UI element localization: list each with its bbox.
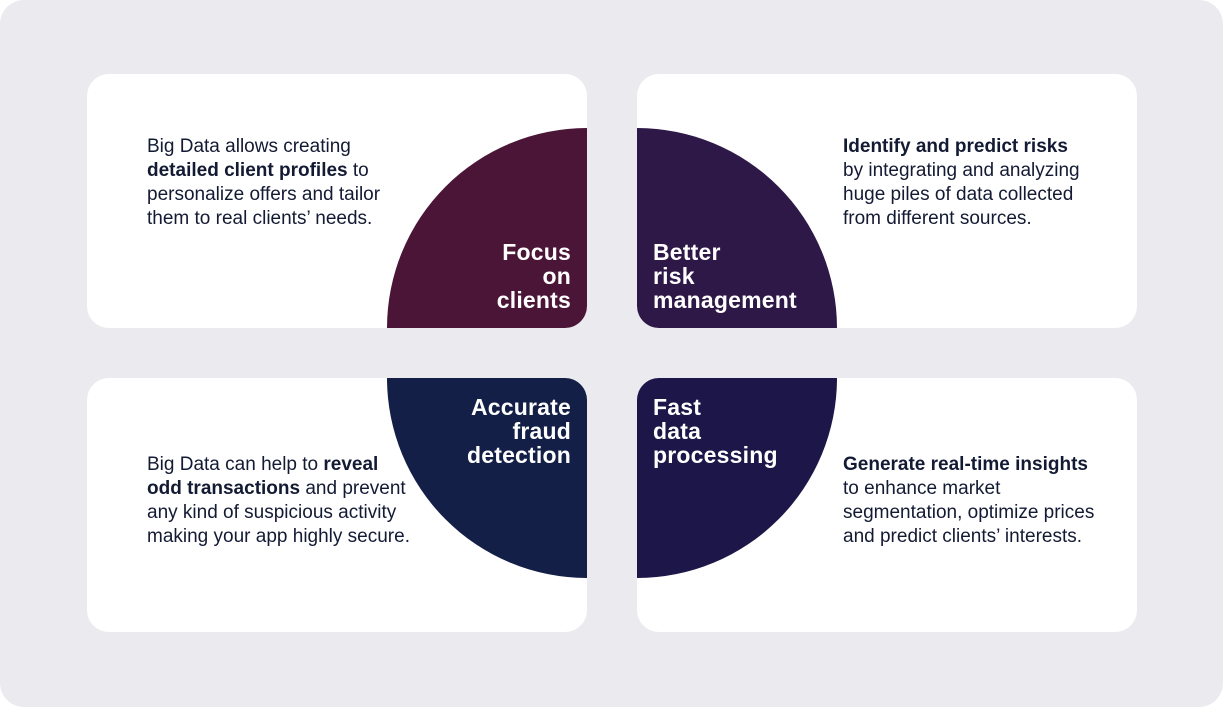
title-line: Focus (502, 239, 571, 265)
desc-text: to enhance market segmentation, optimize… (843, 478, 1095, 547)
title-line: detection (466, 442, 571, 468)
desc-text: by integrating and analyzing huge piles … (843, 160, 1080, 229)
card-description: Big Data allows creating detailed client… (147, 135, 397, 231)
title-line: Fast (653, 394, 702, 420)
quarter-shape-focus-on-clients: Focus on clients (387, 128, 587, 328)
desc-highlight: reveal odd transactions (147, 454, 379, 499)
desc-highlight: detailed client profiles (147, 160, 348, 181)
quarter-shape-better-risk-management: Better risk management (637, 128, 837, 328)
card-description: Generate real-time insights to enhance m… (843, 453, 1103, 549)
title-line: data (653, 418, 702, 444)
title-line: Better (653, 239, 721, 265)
card-better-risk-management: Better risk management Identify and pred… (637, 74, 1137, 328)
desc-text: to personalize offers and tailor them to… (147, 160, 381, 229)
quarter-shape-fast-data-processing: Fast data processing (637, 378, 837, 578)
title-line: on (542, 263, 571, 289)
card-title: Accurate fraud detection (467, 395, 571, 467)
title-line: fraud (512, 418, 571, 444)
card-accurate-fraud-detection: Accurate fraud detection Big Data can he… (87, 378, 587, 632)
card-title: Better risk management (653, 240, 797, 312)
card-fast-data-processing: Fast data processing Generate real-time … (637, 378, 1137, 632)
title-line: management (653, 287, 797, 313)
desc-text: and prevent any kind of suspicious activ… (147, 478, 410, 547)
desc-text: Big Data allows creating (147, 136, 351, 157)
title-line: clients (496, 287, 571, 313)
card-title: Focus on clients (497, 240, 571, 312)
title-line: risk (653, 263, 695, 289)
card-title: Fast data processing (653, 395, 778, 467)
desc-text: Big Data can help to (147, 454, 324, 475)
quarter-shape-accurate-fraud-detection: Accurate fraud detection (387, 378, 587, 578)
card-description: Big Data can help to reveal odd transact… (147, 453, 417, 549)
desc-highlight: Generate real-time insights (843, 454, 1088, 475)
card-focus-on-clients: Focus on clients Big Data allows creatin… (87, 74, 587, 328)
title-line: Accurate (470, 394, 571, 420)
title-line: processing (653, 442, 778, 468)
card-description: Identify and predict risks by integratin… (843, 135, 1093, 231)
desc-highlight: Identify and predict risks (843, 136, 1068, 157)
